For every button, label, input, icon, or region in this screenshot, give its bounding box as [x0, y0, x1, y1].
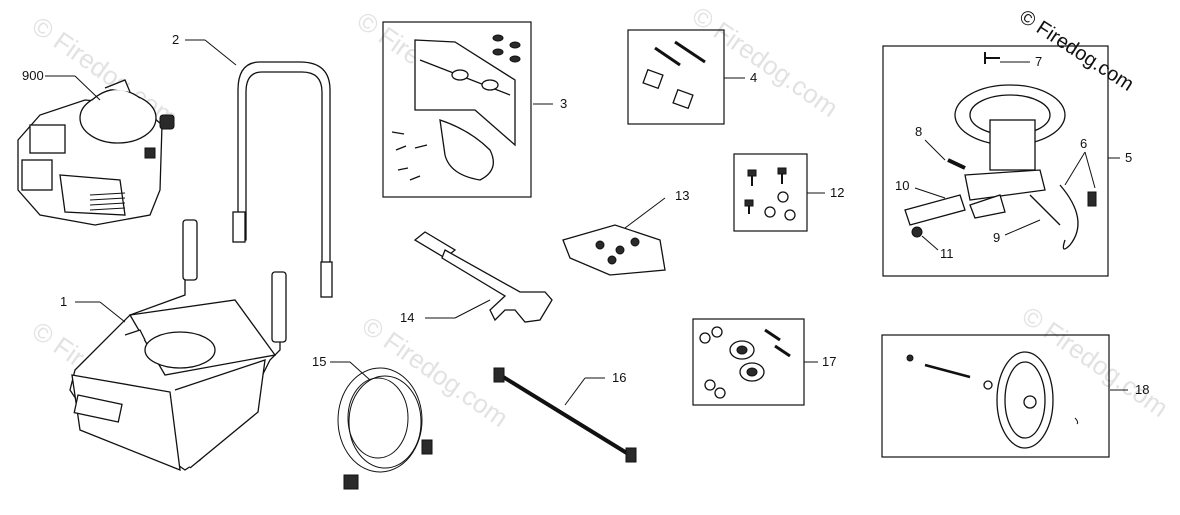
part-4-box [627, 29, 725, 125]
callout-18: 18 [1135, 382, 1149, 397]
callout-6: 6 [1080, 136, 1087, 151]
part-17-box [692, 318, 805, 406]
callout-3: 3 [560, 96, 567, 111]
part-12-box [733, 153, 808, 232]
part-12-fasteners [744, 167, 796, 221]
callout-4: 4 [750, 70, 757, 85]
callout-7: 7 [1035, 54, 1042, 69]
callout-13: 13 [675, 188, 689, 203]
callout-15: 15 [312, 354, 326, 369]
callout-12: 12 [830, 185, 844, 200]
callout-10: 10 [895, 178, 909, 193]
copyright-text: © Firedog.com [1015, 6, 1137, 96]
part-5-box [882, 45, 1109, 277]
callout-16: 16 [612, 370, 626, 385]
callout-1: 1 [60, 294, 67, 309]
callout-11: 11 [940, 246, 954, 261]
callout-14: 14 [400, 310, 414, 325]
callout-900: 900 [22, 68, 44, 83]
callout-9: 9 [993, 230, 1000, 245]
callout-8: 8 [915, 124, 922, 139]
part-17-bearings [699, 326, 791, 399]
callout-5: 5 [1125, 150, 1132, 165]
callout-2: 2 [172, 32, 179, 47]
part-3-bracket [391, 34, 521, 181]
part-1-frame [69, 219, 287, 472]
part-3-box [382, 21, 532, 198]
part-2-handle [232, 61, 333, 298]
part-16-wand [493, 367, 637, 463]
watermark: © Firedog.com [357, 310, 514, 433]
part-900-engine [17, 79, 175, 226]
part-15-hose [337, 367, 433, 490]
part-18-box [881, 334, 1110, 458]
callout-17: 17 [822, 354, 836, 369]
part-4-bolts [642, 40, 706, 110]
part-13-bag [562, 224, 666, 276]
part-18-wheel [906, 351, 1079, 449]
watermark: © Firedog.com [687, 0, 844, 123]
part-14-gun [413, 231, 553, 323]
part-5-pump [904, 52, 1097, 250]
